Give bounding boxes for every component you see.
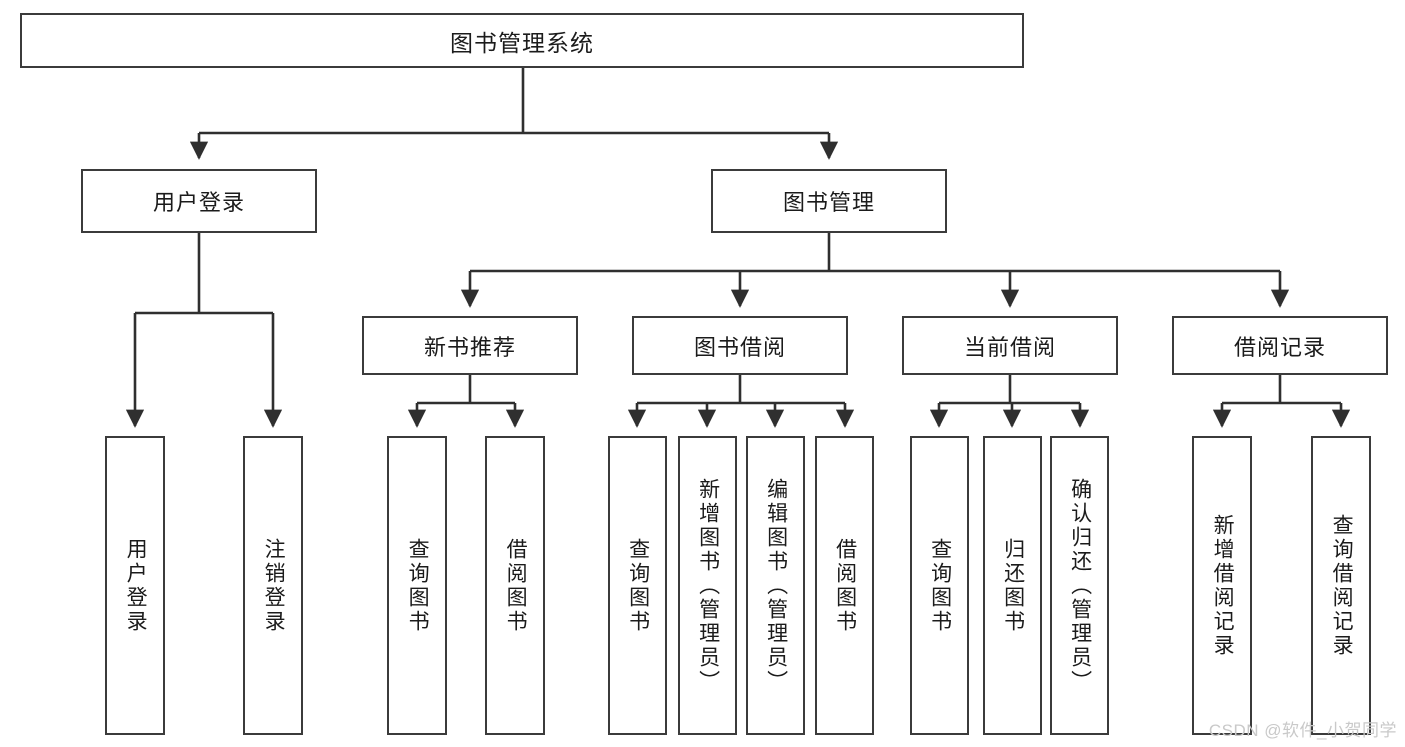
node-leaf-query-book-1-label: 查询图书 xyxy=(406,537,430,634)
node-leaf-return-book[interactable]: 归还图书 xyxy=(983,436,1042,735)
watermark: CSDN @软件_小贺同学 xyxy=(1208,721,1397,740)
node-new-book-rec[interactable]: 新书推荐 xyxy=(362,316,578,375)
node-leaf-logout-label: 注销登录 xyxy=(262,537,286,634)
node-leaf-add-record-label: 新增借阅记录 xyxy=(1211,513,1235,658)
node-user-login-label: 用户登录 xyxy=(152,190,245,215)
node-new-book-rec-label: 新书推荐 xyxy=(423,334,516,360)
node-book-manage[interactable]: 图书管理 xyxy=(711,169,947,233)
node-leaf-query-book-1[interactable]: 查询图书 xyxy=(387,436,447,735)
node-leaf-add-book-label: 新增图书（管理员） xyxy=(696,477,720,694)
node-leaf-query-record-label: 查询借阅记录 xyxy=(1330,513,1354,658)
node-leaf-borrow-book-1-label: 借阅图书 xyxy=(504,537,528,634)
node-leaf-query-book-3-label: 查询图书 xyxy=(928,537,952,634)
node-leaf-query-book-3[interactable]: 查询图书 xyxy=(910,436,969,735)
node-book-borrow[interactable]: 图书借阅 xyxy=(632,316,848,375)
node-book-manage-label: 图书管理 xyxy=(782,190,875,215)
node-leaf-user-login[interactable]: 用户登录 xyxy=(105,436,165,735)
node-leaf-query-book-2[interactable]: 查询图书 xyxy=(608,436,667,735)
node-leaf-borrow-book-1[interactable]: 借阅图书 xyxy=(485,436,545,735)
node-leaf-confirm-return[interactable]: 确认归还（管理员） xyxy=(1050,436,1109,735)
node-borrow-record-label: 借阅记录 xyxy=(1233,334,1326,360)
node-borrow-record[interactable]: 借阅记录 xyxy=(1172,316,1388,375)
node-root[interactable]: 图书管理系统 xyxy=(20,13,1024,68)
node-user-login[interactable]: 用户登录 xyxy=(81,169,317,233)
node-leaf-query-book-2-label: 查询图书 xyxy=(626,537,650,634)
node-leaf-borrow-book-2[interactable]: 借阅图书 xyxy=(815,436,874,735)
node-leaf-edit-book-label: 编辑图书（管理员） xyxy=(764,477,788,694)
node-leaf-logout[interactable]: 注销登录 xyxy=(243,436,303,735)
node-book-borrow-label: 图书借阅 xyxy=(693,334,786,360)
node-leaf-edit-book[interactable]: 编辑图书（管理员） xyxy=(746,436,805,735)
node-leaf-query-record[interactable]: 查询借阅记录 xyxy=(1311,436,1371,735)
node-leaf-return-book-label: 归还图书 xyxy=(1001,537,1025,634)
node-leaf-add-book[interactable]: 新增图书（管理员） xyxy=(678,436,737,735)
node-leaf-user-login-label: 用户登录 xyxy=(124,537,148,634)
node-leaf-confirm-return-label: 确认归还（管理员） xyxy=(1068,477,1092,694)
node-current-borrow-label: 当前借阅 xyxy=(963,334,1056,360)
node-leaf-borrow-book-2-label: 借阅图书 xyxy=(833,537,857,634)
node-leaf-add-record[interactable]: 新增借阅记录 xyxy=(1192,436,1252,735)
node-current-borrow[interactable]: 当前借阅 xyxy=(902,316,1118,375)
node-root-label: 图书管理系统 xyxy=(450,29,594,56)
